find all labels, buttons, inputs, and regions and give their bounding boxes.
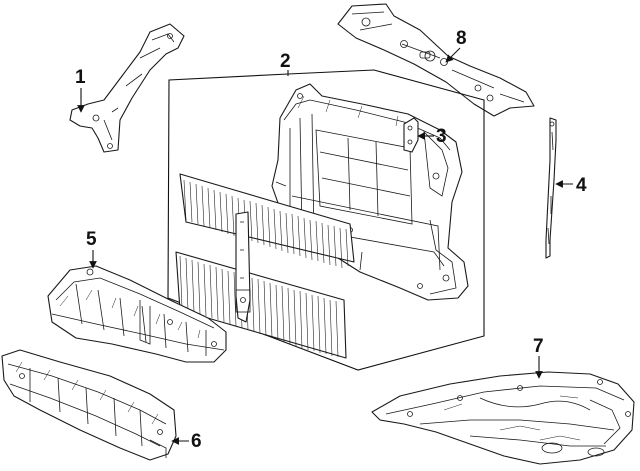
part-8-tie-bar bbox=[337, 3, 535, 117]
callout-6: 6 bbox=[191, 431, 202, 452]
part-3-small-bracket bbox=[403, 117, 419, 153]
callout-2: 2 bbox=[280, 51, 291, 72]
shutter-lower-grille bbox=[175, 251, 347, 359]
leader-8 bbox=[445, 47, 461, 63]
callout-4: 4 bbox=[576, 175, 587, 196]
part-4-deflector bbox=[545, 117, 557, 259]
shutter-divider bbox=[235, 211, 251, 323]
part-5-air-deflector bbox=[47, 265, 227, 363]
radiator-support bbox=[271, 83, 469, 301]
callout-5: 5 bbox=[86, 229, 97, 250]
part-7-splash-shield bbox=[371, 371, 635, 465]
shutter-upper-grille bbox=[179, 173, 355, 269]
part-6-lower-deflector bbox=[1, 349, 177, 461]
part-2-group-box bbox=[167, 69, 485, 371]
callout-8: 8 bbox=[456, 28, 467, 49]
callout-7: 7 bbox=[533, 336, 544, 357]
callout-3: 3 bbox=[436, 126, 447, 147]
callout-1: 1 bbox=[75, 67, 86, 88]
part-1-bracket bbox=[69, 23, 185, 153]
